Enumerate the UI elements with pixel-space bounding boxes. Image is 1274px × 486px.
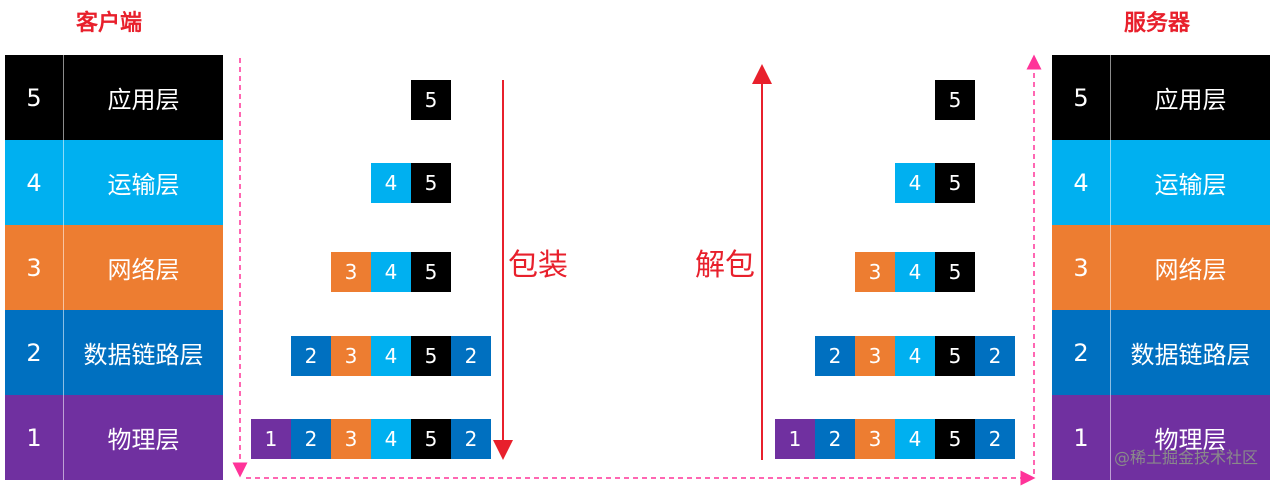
client-packet-cell: 5: [411, 252, 451, 292]
client-packet-cell: 4: [371, 336, 411, 376]
server-layer-name: 数据链路层: [1130, 341, 1251, 369]
encapsulate-label: 包装: [508, 248, 568, 283]
client-packet-cell: 2: [291, 419, 331, 459]
client-layer-name: 物理层: [107, 426, 180, 454]
client-packet-cell: 5: [411, 80, 451, 120]
server-layer-4: 4 运输层: [1052, 140, 1270, 225]
server-layer-3: 3 网络层: [1052, 225, 1270, 310]
client-layer-5: 5 应用层: [5, 55, 223, 140]
client-packet-cell: 3: [331, 336, 371, 376]
client-layer-number: 2: [5, 310, 64, 395]
decapsulate-label: 解包: [695, 248, 755, 283]
client-packet-cell: 4: [371, 163, 411, 203]
client-layer-stack: 5 应用层 4 运输层 3 网络层 2 数据链路层 1 物理层: [5, 55, 223, 480]
client-packet-cell: 2: [451, 419, 491, 459]
server-layer-name: 运输层: [1154, 171, 1227, 199]
server-packet-cell: 5: [935, 80, 975, 120]
client-layer-name: 数据链路层: [83, 341, 204, 369]
server-layer-number: 5: [1052, 55, 1111, 140]
client-layer-number: 1: [5, 395, 64, 480]
server-packet-cell: 2: [975, 336, 1015, 376]
server-packet-cell: 5: [935, 419, 975, 459]
client-layer-number: 4: [5, 140, 64, 225]
server-packet-cell: 5: [935, 163, 975, 203]
server-packet-cell: 1: [775, 419, 815, 459]
client-layer-name: 网络层: [107, 256, 180, 284]
server-layer-number: 2: [1052, 310, 1111, 395]
client-packet-cell: 1: [251, 419, 291, 459]
client-layer-4: 4 运输层: [5, 140, 223, 225]
client-layer-name: 运输层: [107, 171, 180, 199]
server-packet-cell: 3: [855, 336, 895, 376]
client-packet-cell: 2: [451, 336, 491, 376]
server-packet-cell: 4: [895, 163, 935, 203]
client-layer-name: 应用层: [107, 86, 180, 114]
server-layer-1: 1 物理层: [1052, 395, 1270, 480]
server-packet-cell: 3: [855, 252, 895, 292]
client-layer-2: 2 数据链路层: [5, 310, 223, 395]
server-packet-cell: 2: [815, 419, 855, 459]
server-layer-number: 3: [1052, 225, 1111, 310]
server-layer-5: 5 应用层: [1052, 55, 1270, 140]
client-layer-number: 5: [5, 55, 64, 140]
server-layer-number: 1: [1052, 395, 1111, 480]
server-title: 服务器: [1124, 11, 1191, 36]
server-layer-name: 网络层: [1154, 256, 1227, 284]
server-packet-cell: 3: [855, 419, 895, 459]
server-packet-cell: 4: [895, 419, 935, 459]
server-layer-name: 物理层: [1154, 426, 1227, 454]
server-packet-cell: 5: [935, 252, 975, 292]
server-packet-cell: 4: [895, 252, 935, 292]
client-packet-cell: 5: [411, 419, 451, 459]
client-packet-cell: 2: [291, 336, 331, 376]
watermark: @稀土掘金技术社区: [1113, 448, 1258, 467]
client-packet-cell: 4: [371, 252, 411, 292]
server-packet-cell: 2: [815, 336, 855, 376]
client-packet-cell: 5: [411, 163, 451, 203]
client-packet-cell: 3: [331, 419, 371, 459]
server-packet-cell: 5: [935, 336, 975, 376]
client-title: 客户端: [76, 11, 143, 36]
server-layer-name: 应用层: [1154, 86, 1227, 114]
client-packet-cell: 5: [411, 336, 451, 376]
server-packet-cell: 2: [975, 419, 1015, 459]
client-packet-cell: 4: [371, 419, 411, 459]
server-packet-cell: 4: [895, 336, 935, 376]
client-packet-cell: 3: [331, 252, 371, 292]
server-layer-number: 4: [1052, 140, 1111, 225]
client-layer-number: 3: [5, 225, 64, 310]
client-layer-1: 1 物理层: [5, 395, 223, 480]
server-layer-stack: 5 应用层 4 运输层 3 网络层 2 数据链路层 1 物理层: [1052, 55, 1270, 480]
server-layer-2: 2 数据链路层: [1052, 310, 1270, 395]
client-layer-3: 3 网络层: [5, 225, 223, 310]
